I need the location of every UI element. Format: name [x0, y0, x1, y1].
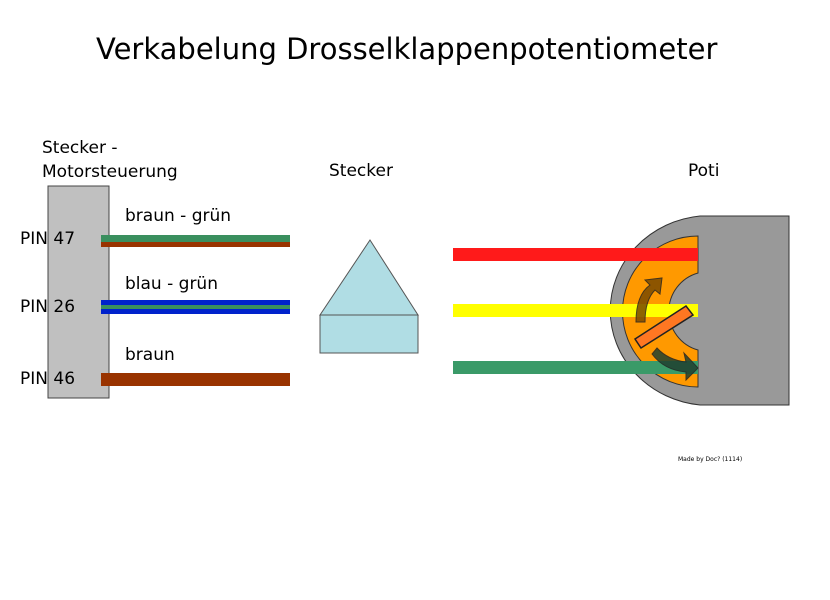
wire-label: braun — [125, 345, 175, 365]
wire-label: braun - grün — [125, 206, 232, 226]
motor-connector-block — [47, 185, 110, 399]
wire-pin26-green — [101, 305, 290, 309]
motor-connector-label-2: Motorsteuerung — [42, 162, 178, 182]
poti-wire-green — [453, 361, 698, 374]
arrow-up-icon — [635, 277, 663, 323]
poti-wire-yellow — [453, 304, 698, 317]
credit-text: Made by Doc? (1114) — [678, 456, 743, 463]
pin-label: PIN 46 — [20, 369, 76, 389]
poti-label: Poti — [688, 161, 720, 181]
poti-wiper — [633, 304, 695, 350]
wire-pin47-green — [101, 235, 290, 242]
motor-connector-label-1: Stecker - — [42, 138, 118, 158]
page-title: Verkabelung Drosselklappenpotentiometer — [96, 32, 718, 66]
middle-connector-body — [319, 314, 419, 354]
pin-label: PIN 47 — [20, 229, 76, 249]
pin-label: PIN 26 — [20, 297, 76, 317]
middle-connector-triangle — [319, 239, 419, 316]
arrow-down-icon — [651, 347, 699, 382]
poti-wire-red — [453, 248, 698, 261]
wire-pin47-brown — [101, 242, 290, 247]
middle-connector-label: Stecker — [329, 161, 393, 181]
wire-pin46-brown — [101, 373, 290, 386]
wire-label: blau - grün — [125, 274, 218, 294]
